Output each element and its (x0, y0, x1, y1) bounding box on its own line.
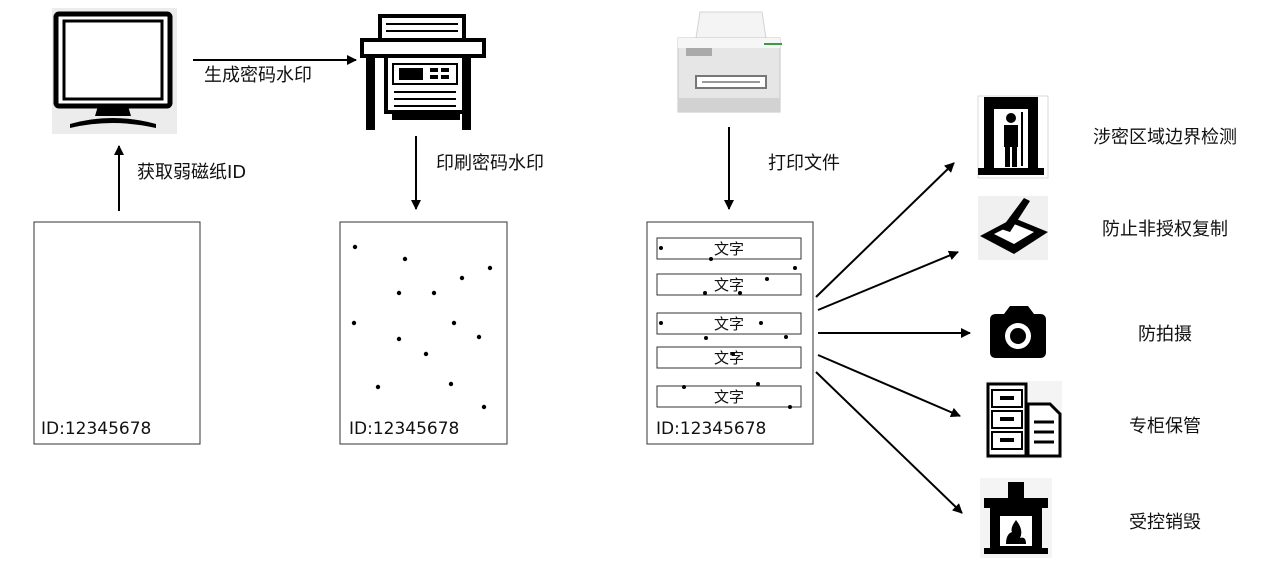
watermark-dots (351, 244, 493, 410)
computer-monitor-icon (52, 8, 177, 134)
step-generate-watermark-label: 生成密码水印 (204, 65, 312, 86)
text-line-box (656, 237, 802, 260)
text-line-label: 文字 (714, 349, 744, 367)
text-line-label: 文字 (714, 388, 744, 406)
text-line-box (656, 385, 802, 408)
output-label-boundary-detection: 涉密区域边界检测 (1093, 127, 1237, 148)
scanner-icon (978, 196, 1048, 260)
incinerator-icon (980, 478, 1052, 558)
arrow-to-output-5 (815, 371, 963, 514)
filing-cabinet-icon (986, 381, 1062, 459)
watermark-paper-id: ID:12345678 (349, 419, 459, 439)
blank-paper-id: ID:12345678 (41, 419, 151, 439)
step-print-file-label: 打印文件 (768, 153, 840, 174)
text-line-box (656, 273, 802, 296)
printed-paper-id: ID:12345678 (656, 419, 766, 439)
output-label-controlled-destruction: 受控销毁 (1129, 512, 1201, 533)
output-label-anti-copy: 防止非授权复制 (1102, 219, 1228, 240)
security-gate-icon (977, 95, 1049, 179)
text-line-box (656, 312, 802, 335)
text-line-label: 文字 (714, 240, 744, 258)
blank-paper (33, 221, 201, 445)
arrow-to-output-2 (817, 250, 959, 311)
plotter-printer-icon (360, 14, 486, 130)
text-line-label: 文字 (714, 276, 744, 294)
text-line-box (656, 346, 802, 369)
text-line-boxes: 文字 文字 文字 文字 文字 (656, 237, 802, 408)
flow-arrows (114, 55, 971, 514)
output-label-anti-photo: 防拍摄 (1138, 324, 1192, 345)
camera-icon (990, 306, 1046, 358)
text-line-label: 文字 (714, 315, 744, 333)
office-printer-icon (677, 11, 782, 113)
step-print-watermark-label: 印刷密码水印 (436, 153, 544, 174)
printed-watermark-dots (659, 246, 797, 409)
arrow-to-output-1 (815, 162, 955, 298)
arrow-to-output-4 (817, 354, 961, 418)
watermark-paper (339, 221, 508, 445)
output-label-cabinet-storage: 专柜保管 (1129, 416, 1201, 437)
step-get-id-label: 获取弱磁纸ID (137, 162, 246, 183)
